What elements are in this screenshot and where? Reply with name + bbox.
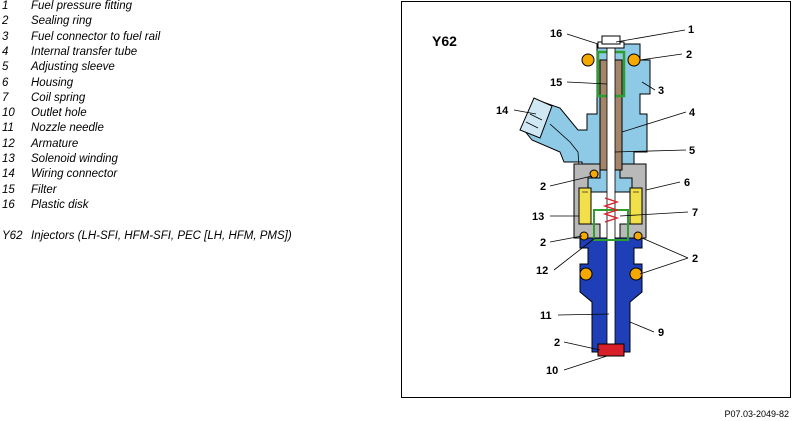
legend-number: 13 (2, 153, 15, 165)
wiring-connector-pin (529, 113, 543, 121)
callout-5: 5 (689, 145, 695, 157)
solenoid-winding-left (578, 187, 592, 225)
legend-number: 7 (2, 91, 9, 104)
legend-label: Housing (31, 76, 74, 89)
injector-drawing: Y62 16 1 2 15 3 (432, 24, 698, 377)
legend-label: Coil spring (31, 91, 86, 104)
legend-number: 16 (2, 198, 15, 211)
wiring-connector-pin (525, 121, 539, 129)
sealing-ring (633, 231, 643, 241)
outlet-hole-disk (597, 343, 625, 357)
legend-number: 14 (2, 168, 15, 181)
legend-number: 5 (2, 61, 9, 74)
legend-number: 2 (2, 15, 9, 28)
legend-label: Filter (31, 183, 57, 196)
legend-label: Armature (31, 137, 79, 150)
legend-number: Y62 (2, 230, 23, 242)
legend-number: 12 (2, 137, 15, 150)
callout-2e: 2 (554, 337, 560, 349)
legend-label: Nozzle needle (31, 122, 104, 135)
callout-10: 10 (546, 365, 558, 377)
callout-13: 13 (532, 211, 544, 223)
legend-number: 3 (2, 30, 9, 43)
legend-label: Injectors (LH-SFI, HFM-SFI, PEC [LH, HFM… (31, 230, 292, 242)
callout-2c: 2 (540, 237, 546, 249)
callout-3: 3 (658, 85, 664, 97)
callout-15: 15 (550, 77, 562, 89)
sealing-ring (589, 169, 599, 179)
callout-2: 2 (686, 49, 692, 61)
legend-label: Adjusting sleeve (31, 61, 115, 74)
legend-number: 15 (2, 183, 15, 196)
callout-1: 1 (688, 24, 694, 36)
sealing-ring (581, 53, 595, 67)
fuel-bore (606, 45, 616, 345)
callout-4: 4 (689, 107, 696, 119)
armature (593, 209, 629, 241)
reference-code: P07.03-2049-82 (724, 409, 789, 419)
callout-2b: 2 (540, 181, 546, 193)
legend-label: Solenoid winding (31, 153, 118, 165)
legend-label: Fuel connector to fuel rail (31, 30, 161, 43)
legend-number: 1 (2, 0, 9, 12)
callout-12: 12 (536, 265, 548, 277)
callout-6: 6 (684, 177, 690, 189)
legend-label: Wiring connector (31, 168, 118, 181)
sealing-ring (579, 267, 593, 281)
sealing-ring (627, 53, 641, 67)
legend-label: Internal transfer tube (31, 45, 138, 58)
solenoid-winding-right (629, 187, 643, 225)
legend-label: Plastic disk (31, 198, 89, 211)
figure-id: Y62 (432, 33, 457, 49)
legend-number: 6 (2, 76, 9, 89)
legend-label: Outlet hole (31, 107, 87, 120)
callout-9: 9 (658, 327, 664, 339)
coil-spring (602, 197, 620, 223)
sealing-ring (629, 267, 643, 281)
callout-2d: 2 (692, 253, 698, 265)
legend-number: 10 (2, 107, 15, 120)
callout-14: 14 (496, 105, 509, 117)
legend-label: Fuel pressure fitting (31, 0, 132, 12)
legend-number: 11 (2, 122, 14, 135)
wiring-connector (519, 97, 553, 139)
callout-11: 11 (540, 310, 552, 322)
callout-7: 7 (692, 207, 698, 219)
legend-label: Sealing ring (31, 15, 92, 28)
injector-diagram: Y62 16 1 2 15 3 (401, 1, 791, 398)
fuel-pressure-fitting (601, 35, 621, 45)
legend-number: 4 (2, 45, 9, 58)
callout-16: 16 (550, 28, 562, 40)
leader-lines (513, 29, 689, 371)
